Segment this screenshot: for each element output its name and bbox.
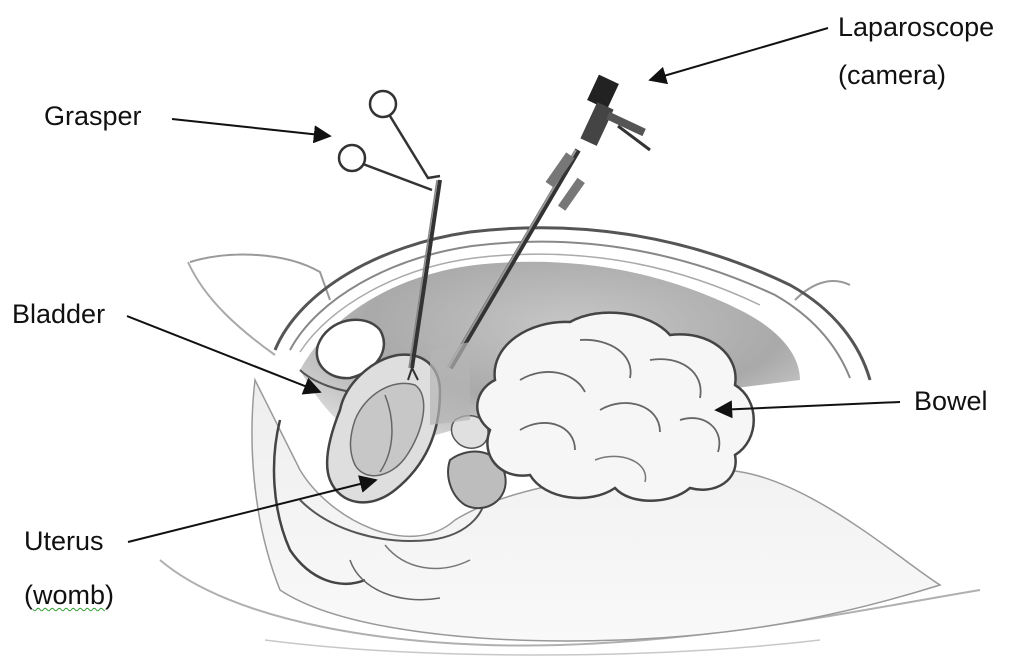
grasper-arrow bbox=[172, 119, 330, 136]
bladder-arrow bbox=[127, 316, 320, 392]
uterus-sublabel: (womb) bbox=[24, 582, 114, 609]
grasper-label: Grasper bbox=[44, 103, 142, 130]
laparoscope-arrow bbox=[650, 28, 828, 80]
uterus-sublabel-word: womb bbox=[33, 580, 105, 610]
uterus-sublabel-open: ( bbox=[24, 580, 33, 610]
bowel-illustration bbox=[477, 313, 753, 501]
bladder-label: Bladder bbox=[12, 301, 105, 328]
uterus-label: Uterus bbox=[24, 528, 104, 555]
uterus-sublabel-close: ) bbox=[105, 580, 114, 610]
bowel-label: Bowel bbox=[914, 388, 988, 415]
laparoscope-label: Laparoscope bbox=[838, 14, 994, 41]
laparoscope-sublabel: (camera) bbox=[838, 62, 946, 89]
